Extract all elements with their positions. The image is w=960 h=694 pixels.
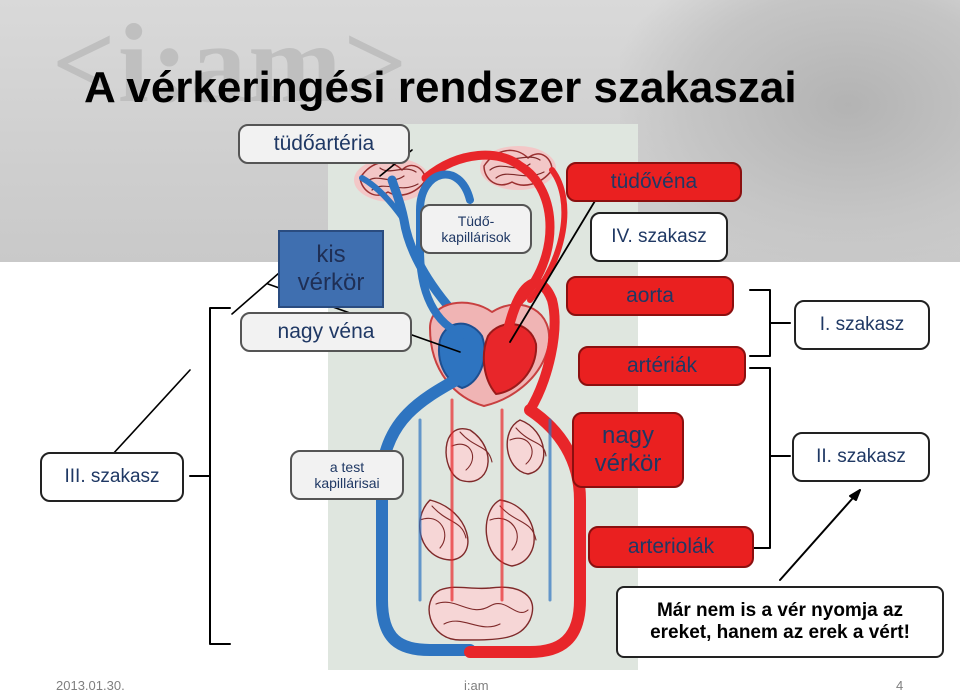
aorta-path — [503, 278, 560, 415]
kis-verkor-text: kis vérkör — [297, 241, 365, 296]
tudovena-label: tüdővéna — [566, 162, 742, 202]
quote-box: Már nem is a vér nyomja az ereket, hanem… — [616, 586, 944, 658]
iii-szakasz-pointer — [111, 369, 191, 456]
body-capillaries-upper — [445, 419, 547, 483]
iv-szakasz-label: IV. szakasz — [590, 212, 728, 262]
quote-arrow — [779, 489, 861, 581]
footer-center: i:am — [464, 678, 489, 693]
test-kapillarisai-text: a test kapillárisai — [314, 458, 380, 491]
systemic-artery-path — [464, 404, 586, 658]
body-capillaries-lower — [428, 586, 534, 641]
slide-title: A vérkeringési rendszer szakaszai — [84, 63, 797, 112]
footer-date: 2013.01.30. — [56, 678, 125, 693]
test-kapillarisai-label: a test kapillárisai — [290, 450, 404, 500]
iam-logo: <i:am> — [52, 2, 410, 126]
body-capillaries-middle — [418, 499, 537, 567]
tudokapillarisok-label: Tüdő- kapillárisok — [420, 204, 532, 254]
arteriak-label: artériák — [578, 346, 746, 386]
nagy-vena-label: nagy véna — [240, 312, 412, 352]
tudoarteria-label: tüdőartéria — [238, 124, 410, 164]
nagy-verkor-label: nagy vérkör — [572, 412, 684, 488]
bracket-i-szakasz — [749, 289, 771, 357]
iii-szakasz-label: III. szakasz — [40, 452, 184, 502]
ii-szakasz-label: II. szakasz — [792, 432, 930, 482]
bracket-ii-szakasz — [749, 367, 771, 549]
nagy-verkor-text: nagy vérkör — [594, 422, 662, 477]
arteriolak-label: arteriolák — [588, 526, 754, 568]
i-szakasz-label: I. szakasz — [794, 300, 930, 350]
footer-page-number: 4 — [896, 678, 904, 693]
quote-text: Már nem is a vér nyomja az ereket, hanem… — [650, 600, 910, 643]
aorta-label: aorta — [566, 276, 734, 316]
iv-szakasz-pointer — [509, 185, 605, 343]
kis-verkor-label: kis vérkör — [278, 230, 384, 308]
tudokapillarisok-text: Tüdő- kapillárisok — [441, 212, 511, 245]
bracket-iii-szakasz — [209, 307, 231, 645]
